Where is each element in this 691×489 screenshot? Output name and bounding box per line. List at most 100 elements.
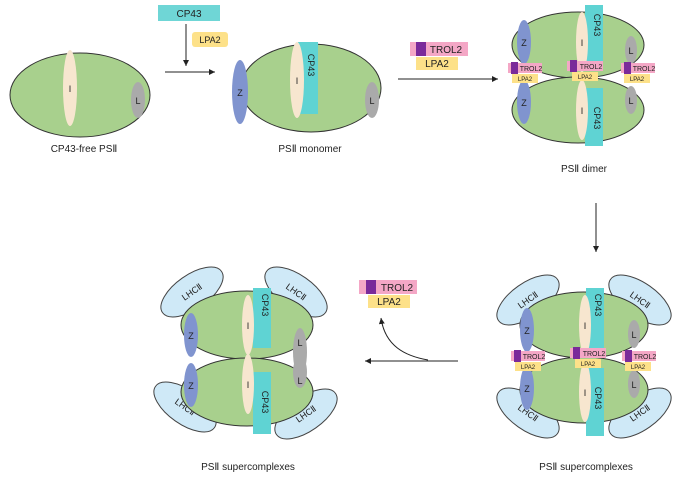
subunit-l-top-label: L — [628, 46, 633, 56]
cp43-subunit-bottom — [253, 372, 271, 434]
stage-label-supercomplex-left: PSⅡ supercomplexes — [201, 462, 295, 473]
trol2-lpa2-incoming: TROL2 LPA2 — [410, 42, 468, 70]
subunit-i-top-label: I — [247, 321, 250, 331]
cp43-subunit-top-label: CP43 — [592, 14, 602, 37]
cp43-subunit-top — [253, 288, 271, 348]
subunit-l-top — [625, 36, 637, 64]
svg-text:TROL2: TROL2 — [523, 354, 546, 361]
svg-text:LPA2: LPA2 — [578, 75, 593, 81]
psii-core-ellipse — [9, 52, 151, 138]
trol2-lpa2-tag-left: TROL2 LPA2 — [511, 350, 545, 371]
subunit-i-ellipse — [63, 50, 77, 126]
lpa2-box — [416, 57, 458, 70]
arrow-release-curved — [378, 317, 429, 361]
subunit-i-label: I — [296, 76, 299, 86]
cp43-lpa2-incoming: CP43 LPA2 — [158, 5, 228, 66]
subunit-l-bottom-label: L — [628, 96, 633, 106]
subunit-z-bottom — [520, 366, 534, 410]
subunit-i-top-label: I — [581, 38, 584, 48]
trol2-lpa2-tag-right: TROL2 LPA2 — [622, 350, 656, 371]
stage-label-monomer: PSⅡ monomer — [278, 144, 342, 155]
subunit-i-top — [579, 295, 591, 355]
cp43-free-psii: I L CP43-free PSⅡ — [9, 50, 151, 155]
subunit-i-top — [576, 12, 588, 72]
subunit-l-bottom — [628, 370, 640, 398]
subunit-l-bottom-label: L — [631, 380, 636, 390]
trol2-lpa2-tag-right: TROL2 LPA2 — [621, 62, 655, 83]
subunit-l-top-label: L — [631, 330, 636, 340]
svg-text:TROL2: TROL2 — [633, 66, 656, 73]
svg-text:LPA2: LPA2 — [631, 365, 646, 371]
lpa2-box-label: LPA2 — [377, 297, 401, 308]
subunit-z-top-label: Z — [521, 38, 527, 48]
svg-text:TROL2: TROL2 — [520, 66, 543, 73]
trol2-box-label: TROL2 — [430, 45, 463, 56]
subunit-l-bottom-label: L — [297, 376, 302, 386]
cp43-subunit-bottom — [585, 88, 603, 146]
subunit-i-bottom-label: I — [581, 106, 584, 116]
cp43-box — [158, 5, 220, 21]
subunit-i-top — [242, 295, 254, 355]
cp43-subunit-label: CP43 — [306, 54, 316, 77]
trol2-lpa2-tag-center: TROL2 LPA2 — [570, 347, 606, 368]
subunit-i-bottom-label: I — [584, 388, 587, 398]
trol2-lpa2-tag-center: TROL2 LPA2 — [567, 60, 603, 81]
cp43-subunit-bottom-label: CP43 — [592, 107, 602, 130]
stage-label-dimer: PSⅡ dimer — [561, 164, 608, 175]
svg-text:LPA2: LPA2 — [581, 362, 596, 368]
subunit-i-ellipse — [290, 42, 304, 118]
subunit-l-ellipse — [131, 82, 145, 118]
psii-dimer: CP43 CP43 I I Z Z L L TROL2 LPA2 TROL2 — [508, 5, 655, 175]
subunit-i-bottom-label: I — [247, 380, 250, 390]
subunit-z-top-label: Z — [188, 331, 194, 341]
svg-text:TROL2: TROL2 — [580, 64, 603, 71]
subunit-i-bottom — [579, 362, 591, 422]
cp43-subunit-bottom-label: CP43 — [593, 387, 603, 410]
svg-text:LPA2: LPA2 — [630, 77, 645, 83]
svg-text:LPA2: LPA2 — [521, 365, 536, 371]
subunit-l-label: L — [369, 96, 374, 106]
trol2-marker — [416, 42, 426, 56]
subunit-z-bottom — [184, 363, 198, 407]
subunit-z-top — [517, 20, 531, 64]
lpa2-box — [192, 32, 228, 47]
subunit-z-bottom-label: Z — [524, 384, 530, 394]
trol2-lpa2-released: TROL2 LPA2 — [359, 280, 417, 308]
psii-supercomplex-left: LHCⅡ LHCⅡ LHCⅡ LHCⅡ CP43 CP43 I I Z Z L … — [153, 266, 338, 473]
svg-text:TROL2: TROL2 — [634, 354, 657, 361]
svg-text:TROL2: TROL2 — [583, 351, 606, 358]
psii-supercomplex-right: LHCⅡ LHCⅡ LHCⅡ LHCⅡ CP43 CP43 I I Z Z L … — [496, 274, 672, 473]
subunit-i-bottom — [242, 354, 254, 414]
subunit-i-top-label: I — [584, 321, 587, 331]
subunit-z-bottom-label: Z — [521, 98, 527, 108]
stage-label-cp43-free: CP43-free PSⅡ — [51, 144, 118, 155]
subunit-z-bottom — [517, 80, 531, 124]
subunit-i-bottom — [576, 80, 588, 140]
subunit-z-bottom-label: Z — [188, 381, 194, 391]
subunit-l-bottom — [625, 86, 637, 114]
svg-text:LPA2: LPA2 — [518, 77, 533, 83]
subunit-z-ellipse — [232, 60, 248, 124]
subunit-l-ellipse — [365, 82, 379, 118]
subunit-z-top-label: Z — [524, 326, 530, 336]
subunit-l-bottom — [293, 356, 307, 388]
psii-monomer: CP43 I Z L PSⅡ monomer — [232, 42, 382, 155]
subunit-l-top — [628, 320, 640, 348]
lpa2-box-label: LPA2 — [199, 35, 220, 45]
subunit-z-top — [184, 313, 198, 357]
stage-label-supercomplex-right: PSⅡ supercomplexes — [539, 462, 633, 473]
cp43-subunit-bottom-label: CP43 — [260, 391, 270, 414]
trol2-box-label: TROL2 — [381, 283, 414, 294]
subunit-l-top-label: L — [297, 338, 302, 348]
trol2-lpa2-tag-left: TROL2 LPA2 — [508, 62, 542, 83]
subunit-z-label: Z — [237, 88, 243, 98]
subunit-z-top — [520, 308, 534, 352]
trol2-marker — [366, 280, 376, 294]
lpa2-box — [368, 295, 410, 308]
cp43-subunit-top — [585, 5, 603, 67]
cp43-subunit-top-label: CP43 — [260, 294, 270, 317]
subunit-i-label: I — [69, 84, 72, 94]
cp43-subunit-top-label: CP43 — [593, 294, 603, 317]
